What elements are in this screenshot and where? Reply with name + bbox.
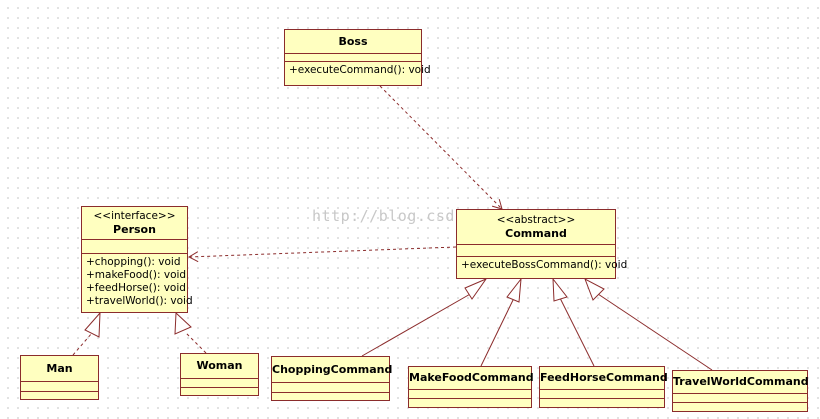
class-person-name: <<interface>> Person	[82, 207, 187, 239]
class-travelworld-command-name: TravelWorldCommand	[673, 375, 809, 388]
class-travelworld-command-operations	[673, 402, 807, 410]
man-realization-arrowhead	[84, 311, 101, 338]
class-name-label: Person	[113, 223, 156, 236]
class-person-attributes	[82, 239, 187, 253]
class-makefood-command-attributes	[409, 389, 531, 398]
operation: +executeBossCommand(): void	[461, 259, 628, 271]
man-person-realization[interactable]	[72, 332, 93, 356]
class-person-operations: +chopping(): void +makeFood(): void +fee…	[82, 253, 193, 310]
class-travelworld-command-attributes	[673, 393, 807, 402]
class-travelworld-command[interactable]: TravelWorldCommand	[672, 370, 809, 412]
travelworld-generalization-arrowhead	[584, 277, 605, 301]
stereotype-label: <<abstract>>	[496, 214, 576, 226]
stereotype-label: <<interface>>	[93, 210, 176, 222]
operation: +chopping(): void	[86, 256, 181, 268]
class-chopping-command-operations	[272, 392, 389, 400]
operation: +travelWorld(): void	[86, 295, 193, 307]
command-person-dependency[interactable]	[187, 246, 457, 263]
class-boss-operations: +executeCommand(): void	[285, 61, 431, 79]
class-makefood-command-name: MakeFoodCommand	[409, 371, 534, 384]
class-feedhorse-command-name: FeedHorseCommand	[540, 371, 668, 384]
class-chopping-command[interactable]: ChoppingCommand	[271, 356, 393, 401]
class-name-label: Command	[505, 227, 567, 240]
chopping-command-generalization[interactable]	[361, 292, 473, 357]
travelworld-command-generalization[interactable]	[597, 293, 713, 371]
operation: +executeCommand(): void	[289, 64, 431, 76]
makefood-generalization-arrowhead	[506, 277, 522, 303]
class-makefood-command-operations	[409, 398, 531, 406]
class-man-attributes	[21, 381, 98, 391]
feedhorse-command-generalization[interactable]	[559, 297, 595, 367]
class-man[interactable]: Man	[20, 355, 99, 400]
class-boss-name: Boss	[338, 35, 368, 48]
operation: +feedHorse(): void	[86, 282, 186, 294]
class-command-operations: +executeBossCommand(): void	[457, 256, 628, 274]
class-command[interactable]: <<abstract>> Command +executeBossCommand…	[456, 209, 628, 279]
class-command-attributes	[457, 244, 615, 256]
class-chopping-command-attributes	[272, 382, 389, 392]
makefood-command-generalization[interactable]	[480, 297, 515, 367]
class-man-operations	[21, 391, 98, 399]
boss-command-dependency[interactable]	[379, 85, 503, 210]
class-woman-operations	[181, 387, 258, 395]
class-man-name: Man	[46, 362, 73, 375]
woman-person-realization[interactable]	[185, 332, 207, 354]
operation: +makeFood(): void	[86, 269, 187, 281]
class-feedhorse-command[interactable]: FeedHorseCommand	[539, 366, 668, 408]
woman-realization-arrowhead	[174, 311, 192, 335]
class-chopping-command-name: ChoppingCommand	[272, 363, 393, 376]
class-boss-attributes	[285, 53, 421, 61]
class-boss[interactable]: Boss +executeCommand(): void	[284, 29, 431, 86]
class-command-name: <<abstract>> Command	[457, 210, 615, 244]
chopping-generalization-arrowhead	[464, 277, 488, 300]
class-woman-name: Woman	[196, 359, 243, 372]
class-woman[interactable]: Woman	[180, 353, 259, 396]
class-feedhorse-command-attributes	[540, 389, 664, 398]
class-feedhorse-command-operations	[540, 398, 664, 406]
feedhorse-generalization-arrowhead	[552, 277, 568, 302]
class-woman-attributes	[181, 378, 258, 387]
class-person[interactable]: <<interface>> Person +chopping(): void +…	[81, 206, 193, 313]
class-makefood-command[interactable]: MakeFoodCommand	[408, 366, 534, 408]
